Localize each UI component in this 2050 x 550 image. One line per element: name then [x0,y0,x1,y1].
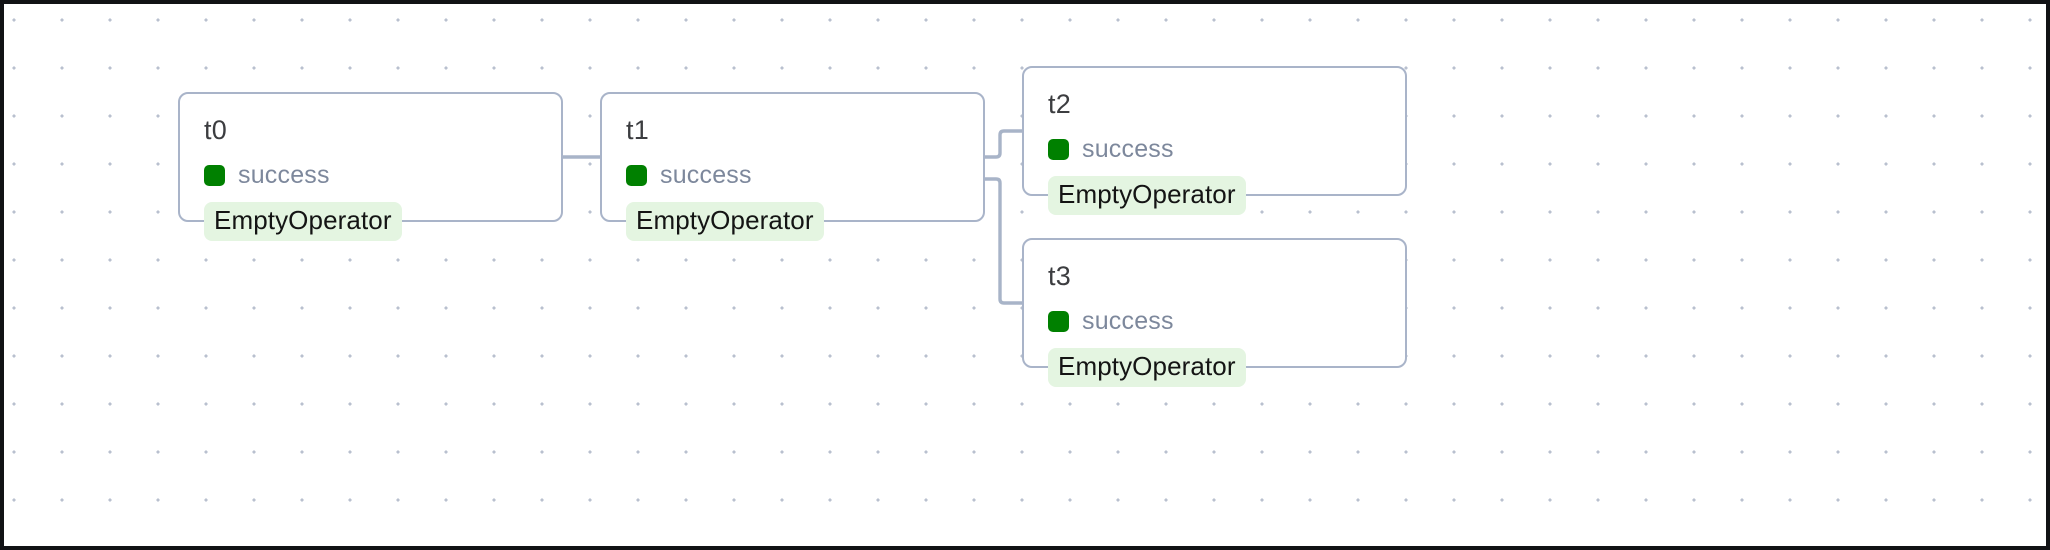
status-label: success [660,161,752,190]
dag-node-t2[interactable]: t2 success EmptyOperator [1022,66,1407,216]
status-label: success [1082,307,1174,336]
operator-badge: EmptyOperator [1048,176,1246,216]
node-status-row: success [1048,135,1381,164]
node-title: t1 [626,115,649,145]
status-label: success [238,161,330,190]
node-title: t0 [204,115,227,145]
node-status-row: success [626,161,959,190]
status-success-icon [626,165,647,187]
operator-badge: EmptyOperator [626,202,824,242]
dag-node-t0[interactable]: t0 success EmptyOperator [178,92,563,242]
node-title: t2 [1048,89,1071,119]
edge-t1-t2 [985,129,1022,159]
node-title: t3 [1048,261,1071,291]
dag-node-t3[interactable]: t3 success EmptyOperator [1022,238,1407,388]
operator-badge: EmptyOperator [1048,348,1246,388]
operator-badge: EmptyOperator [204,202,402,242]
edge-t1-t3 [985,177,1022,305]
node-status-row: success [1048,307,1381,336]
status-label: success [1082,135,1174,164]
status-success-icon [204,165,225,187]
status-success-icon [1048,139,1069,161]
status-success-icon [1048,311,1069,333]
dag-node-t1[interactable]: t1 success EmptyOperator [600,92,985,242]
node-status-row: success [204,161,537,190]
